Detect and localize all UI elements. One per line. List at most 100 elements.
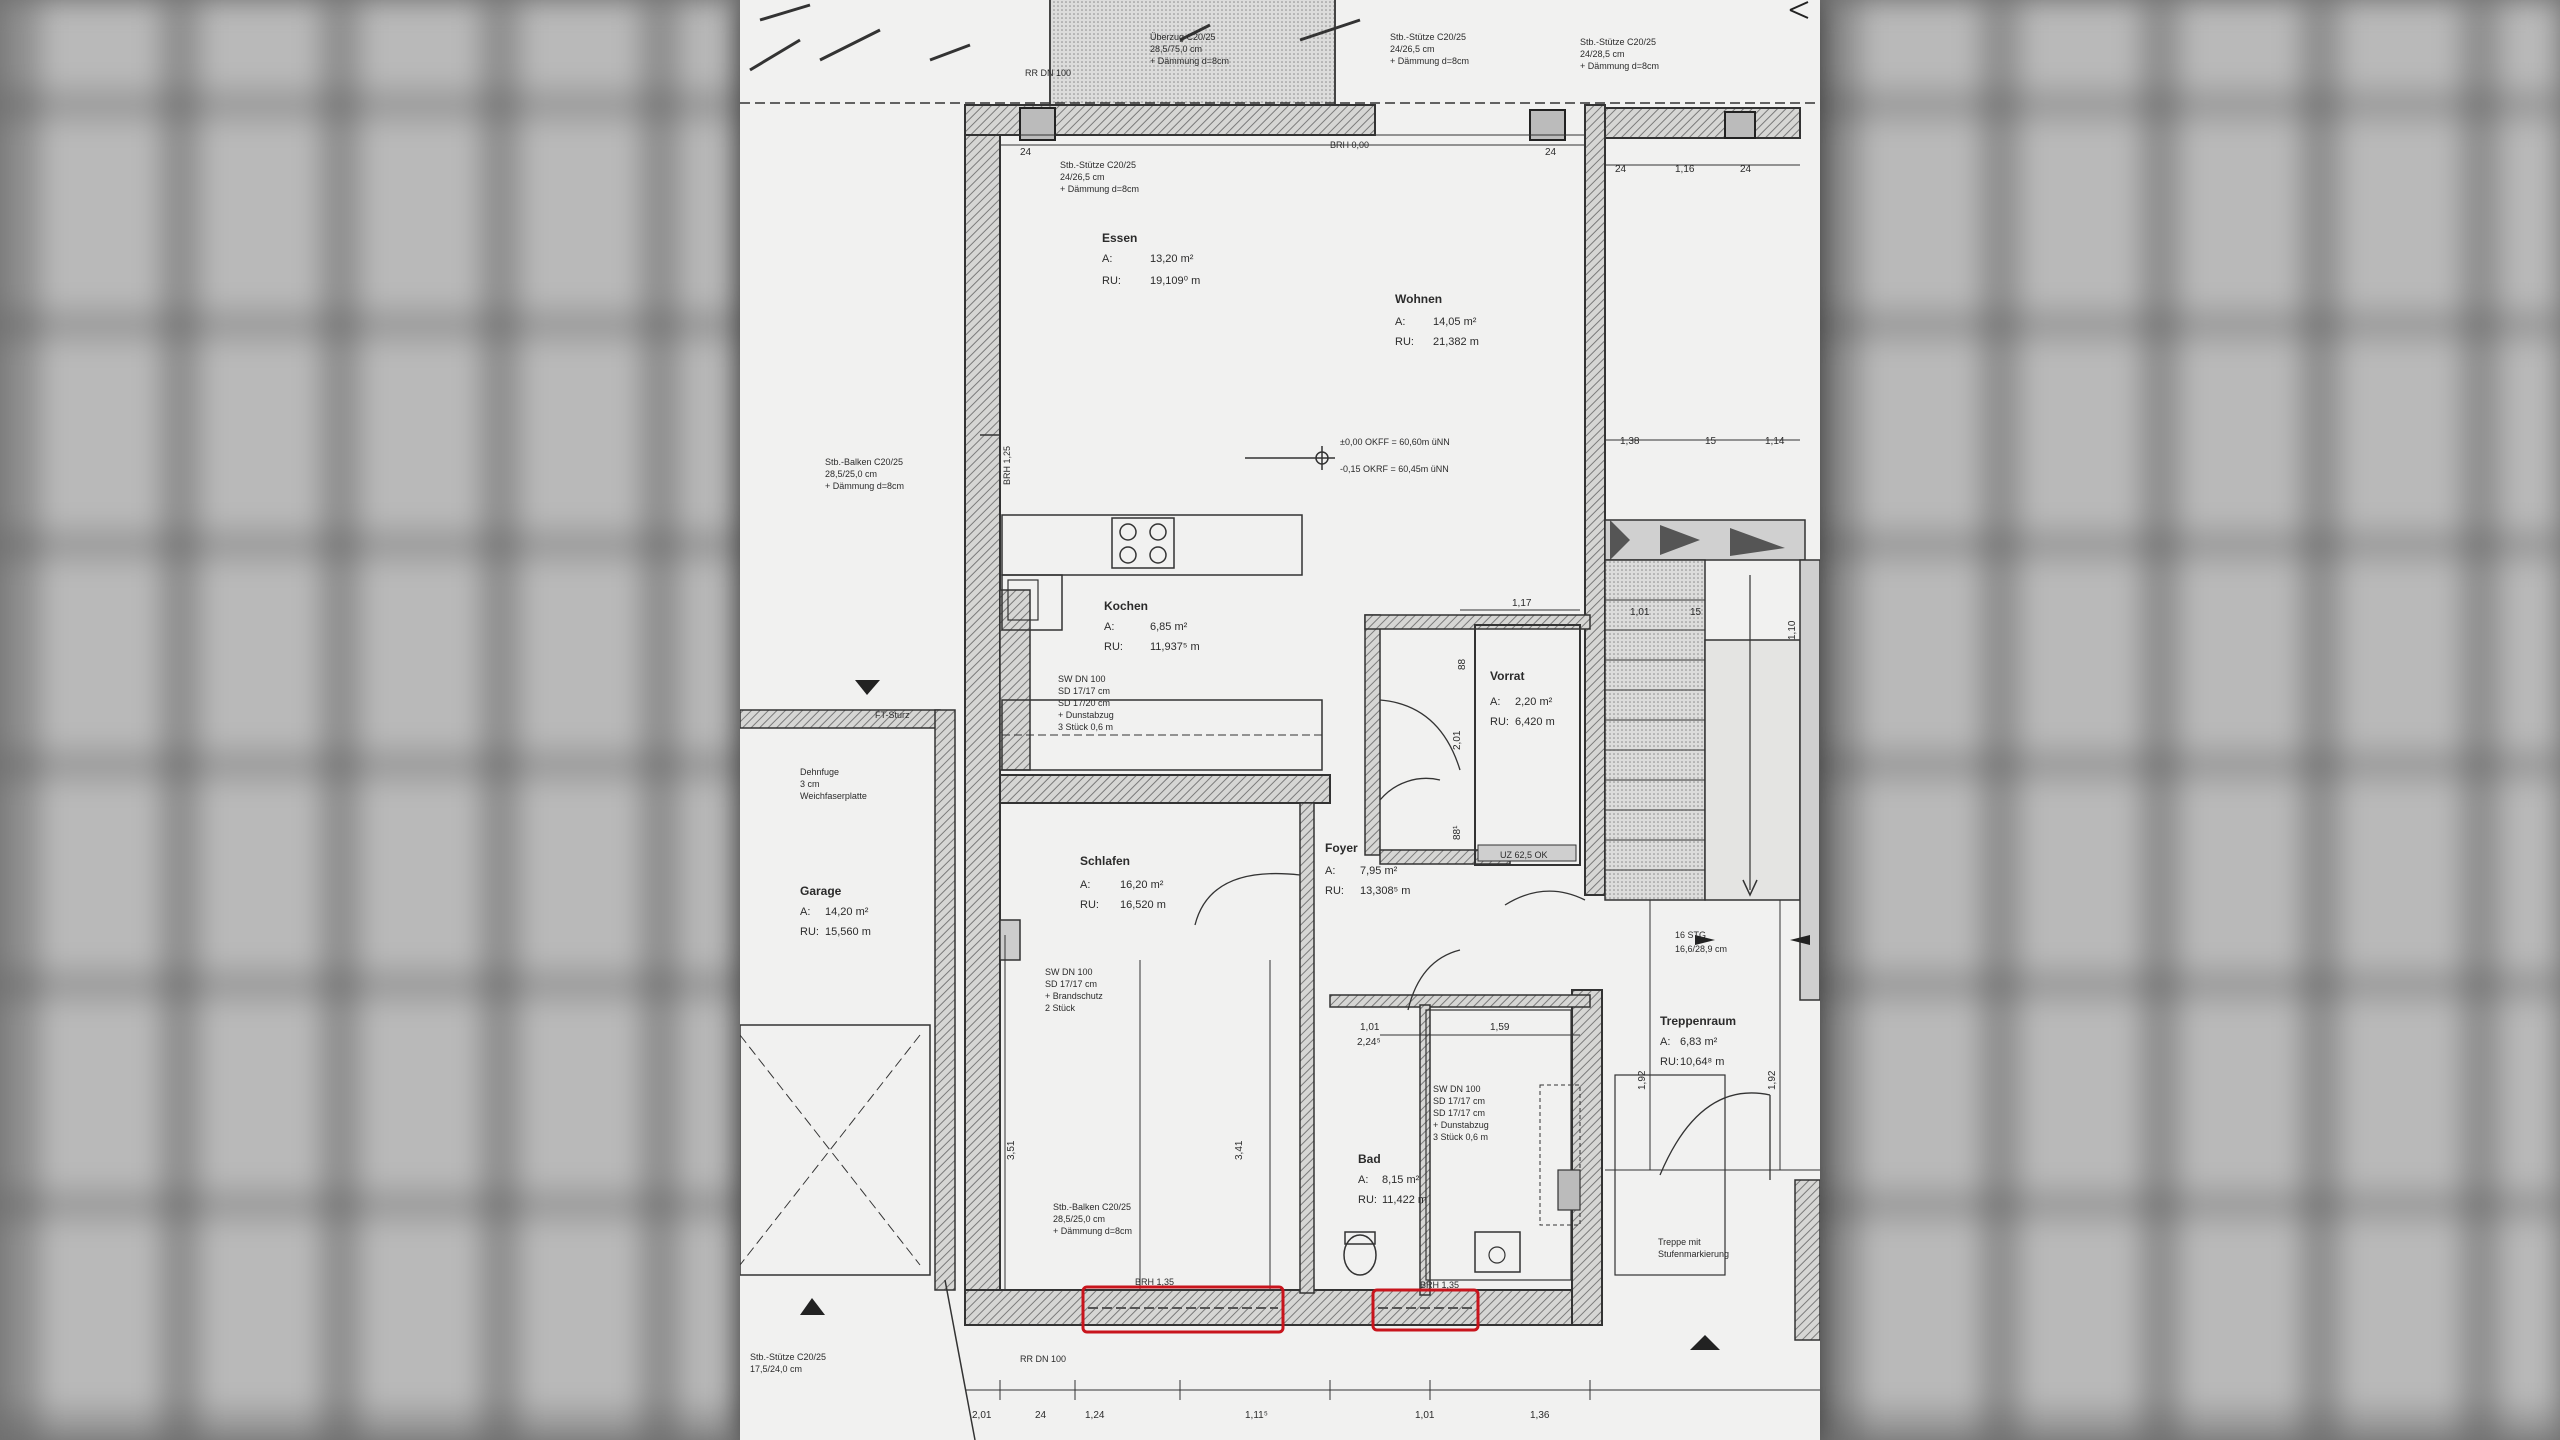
svg-text:Stufenmarkierung: Stufenmarkierung <box>1658 1249 1729 1259</box>
svg-text:SD 17/17 cm: SD 17/17 cm <box>1045 979 1097 989</box>
room-name: Vorrat <box>1490 669 1524 683</box>
note-brh-top: BRH 0,00 <box>1330 140 1369 150</box>
svg-text:21,382 m: 21,382 m <box>1433 336 1479 348</box>
svg-text:SD 17/20 cm: SD 17/20 cm <box>1058 698 1110 708</box>
svg-text:1,38: 1,38 <box>1620 436 1640 447</box>
note-ueberzug: Überzug C20/25 <box>1150 32 1216 42</box>
note-stuetze-bottom-left: Stb.-Stütze C20/25 <box>750 1352 826 1362</box>
highlight-window-bad <box>1371 1288 1480 1332</box>
bathroom-fixtures <box>1343 1009 1726 1281</box>
note-level-okff: ±0,00 OKFF = 60,60m üNN <box>1340 437 1450 447</box>
svg-text:1,11⁵: 1,11⁵ <box>1245 1410 1268 1421</box>
exterior-walls <box>964 104 1801 1326</box>
window-highlights <box>1081 1285 1480 1334</box>
svg-text:24/26,5 cm: 24/26,5 cm <box>1390 44 1435 54</box>
svg-text:RU:: RU: <box>1358 1194 1377 1206</box>
svg-text:13,20 m²: 13,20 m² <box>1150 253 1194 265</box>
svg-text:16,520 m: 16,520 m <box>1120 899 1166 911</box>
dimension-labels: 24 24 24 1,16 24 1,38 15 1,14 1,17 1,01 … <box>972 147 1798 1421</box>
svg-text:SD 17/17 cm: SD 17/17 cm <box>1433 1108 1485 1118</box>
svg-text:RU:: RU: <box>1490 716 1509 728</box>
svg-text:1,17: 1,17 <box>1512 598 1532 609</box>
note-brh-125: BRH 1,25 <box>1002 446 1012 485</box>
svg-text:1,01: 1,01 <box>1415 1410 1435 1421</box>
svg-text:RU:: RU: <box>1395 336 1414 348</box>
svg-text:1,92: 1,92 <box>1767 1070 1778 1090</box>
svg-text:14,05 m²: 14,05 m² <box>1433 316 1477 328</box>
note-brh-bottom-right: BRH 1,35 <box>1420 1280 1459 1290</box>
svg-text:+ Brandschutz: + Brandschutz <box>1045 991 1103 1001</box>
svg-text:A:: A: <box>800 906 810 918</box>
room-name: Garage <box>800 884 842 898</box>
note-rr-bottom: RR DN 100 <box>1020 1354 1066 1364</box>
svg-text:3,51: 3,51 <box>1006 1140 1017 1160</box>
svg-text:A:: A: <box>1490 696 1500 708</box>
svg-text:A:: A: <box>1660 1036 1670 1048</box>
note-balken-bottom: Stb.-Balken C20/25 <box>1053 1202 1131 1212</box>
garage-area <box>740 680 976 1440</box>
blurred-background-left <box>0 0 740 1440</box>
note-dehnfuge: Dehnfuge <box>800 767 839 777</box>
svg-text:1,24: 1,24 <box>1085 1410 1105 1421</box>
svg-text:1,01: 1,01 <box>1360 1022 1380 1033</box>
svg-text:A:: A: <box>1358 1174 1368 1186</box>
note-balken-left: Stb.-Balken C20/25 <box>825 457 903 467</box>
svg-text:28,5/25,0 cm: 28,5/25,0 cm <box>1053 1214 1105 1224</box>
room-name: Kochen <box>1104 599 1148 613</box>
svg-text:19,109⁰ m: 19,109⁰ m <box>1150 275 1200 287</box>
svg-text:88: 88 <box>1457 658 1468 670</box>
svg-text:24/26,5 cm: 24/26,5 cm <box>1060 172 1105 182</box>
note-rr-top: RR DN 100 <box>1025 68 1071 78</box>
svg-text:6,83 m²: 6,83 m² <box>1680 1036 1718 1048</box>
svg-text:28,5/75,0 cm: 28,5/75,0 cm <box>1150 44 1202 54</box>
svg-text:Weichfaserplatte: Weichfaserplatte <box>800 791 867 801</box>
room-label-kochen: Kochen A: 6,85 m² RU: 11,937⁵ m <box>1104 599 1200 653</box>
svg-text:16,20 m²: 16,20 m² <box>1120 879 1164 891</box>
svg-text:RU:: RU: <box>1102 275 1121 287</box>
floor-plan-sheet: Essen A: 13,20 m² RU: 19,109⁰ m Wohnen A… <box>740 0 1820 1440</box>
highlight-window-schlafen <box>1081 1285 1285 1334</box>
room-label-garage: Garage A: 14,20 m² RU: 15,560 m <box>800 884 871 938</box>
svg-text:7,95 m²: 7,95 m² <box>1360 865 1398 877</box>
svg-text:10,64⁸ m: 10,64⁸ m <box>1680 1056 1724 1068</box>
room-label-bad: Bad A: 8,15 m² RU: 11,422 m <box>1358 1152 1427 1206</box>
svg-text:11,422 m: 11,422 m <box>1382 1194 1427 1206</box>
svg-text:RU:: RU: <box>1104 641 1123 653</box>
svg-text:16,6/28,9 cm: 16,6/28,9 cm <box>1675 944 1727 954</box>
svg-text:15,560 m: 15,560 m <box>825 926 871 938</box>
svg-text:1,36: 1,36 <box>1530 1410 1550 1421</box>
svg-text:+ Dämmung d=8cm: + Dämmung d=8cm <box>825 481 904 491</box>
svg-text:+ Dunstabzug: + Dunstabzug <box>1433 1120 1489 1130</box>
svg-text:+ Dämmung d=8cm: + Dämmung d=8cm <box>1053 1226 1132 1236</box>
room-label-vorrat: Vorrat A: 2,20 m² RU: 6,420 m <box>1490 669 1555 728</box>
room-label-treppenraum: Treppenraum A: 6,83 m² RU: 10,64⁸ m <box>1660 1014 1736 1068</box>
note-vorrat-tag: UZ 62,5 OK <box>1500 850 1548 860</box>
svg-text:1,01: 1,01 <box>1630 607 1650 618</box>
svg-text:17,5/24,0 cm: 17,5/24,0 cm <box>750 1364 802 1374</box>
door-swings <box>1194 699 1771 1180</box>
svg-text:+ Dämmung d=8cm: + Dämmung d=8cm <box>1150 56 1229 66</box>
note-stuetze-top: Stb.-Stütze C20/25 <box>1390 32 1466 42</box>
svg-text:24: 24 <box>1615 164 1627 175</box>
room-label-schlafen: Schlafen A: 16,20 m² RU: 16,520 m <box>1080 854 1166 911</box>
svg-text:RU:: RU: <box>800 926 819 938</box>
svg-text:A:: A: <box>1395 316 1405 328</box>
note-sw-bad: SW DN 100 <box>1433 1084 1481 1094</box>
svg-text:14,20 m²: 14,20 m² <box>825 906 869 918</box>
svg-text:6,420 m: 6,420 m <box>1515 716 1555 728</box>
room-label-essen: Essen A: 13,20 m² RU: 19,109⁰ m <box>1102 231 1200 287</box>
svg-text:28,5/25,0 cm: 28,5/25,0 cm <box>825 469 877 479</box>
svg-text:6,85 m²: 6,85 m² <box>1150 621 1188 633</box>
svg-text:15: 15 <box>1705 436 1717 447</box>
svg-text:11,937⁵ m: 11,937⁵ m <box>1150 641 1200 653</box>
room-name: Wohnen <box>1395 292 1442 306</box>
svg-text:3 Stück 0,6 m: 3 Stück 0,6 m <box>1058 722 1113 732</box>
svg-text:2 Stück: 2 Stück <box>1045 1003 1076 1013</box>
svg-text:+ Dämmung d=8cm: + Dämmung d=8cm <box>1390 56 1469 66</box>
room-name: Schlafen <box>1080 854 1130 868</box>
svg-text:SD 17/17 cm: SD 17/17 cm <box>1433 1096 1485 1106</box>
svg-text:2,01: 2,01 <box>972 1410 992 1421</box>
svg-text:24: 24 <box>1020 147 1032 158</box>
floor-plan-drawing: Essen A: 13,20 m² RU: 19,109⁰ m Wohnen A… <box>740 0 1820 1440</box>
svg-text:SD 17/17 cm: SD 17/17 cm <box>1058 686 1110 696</box>
